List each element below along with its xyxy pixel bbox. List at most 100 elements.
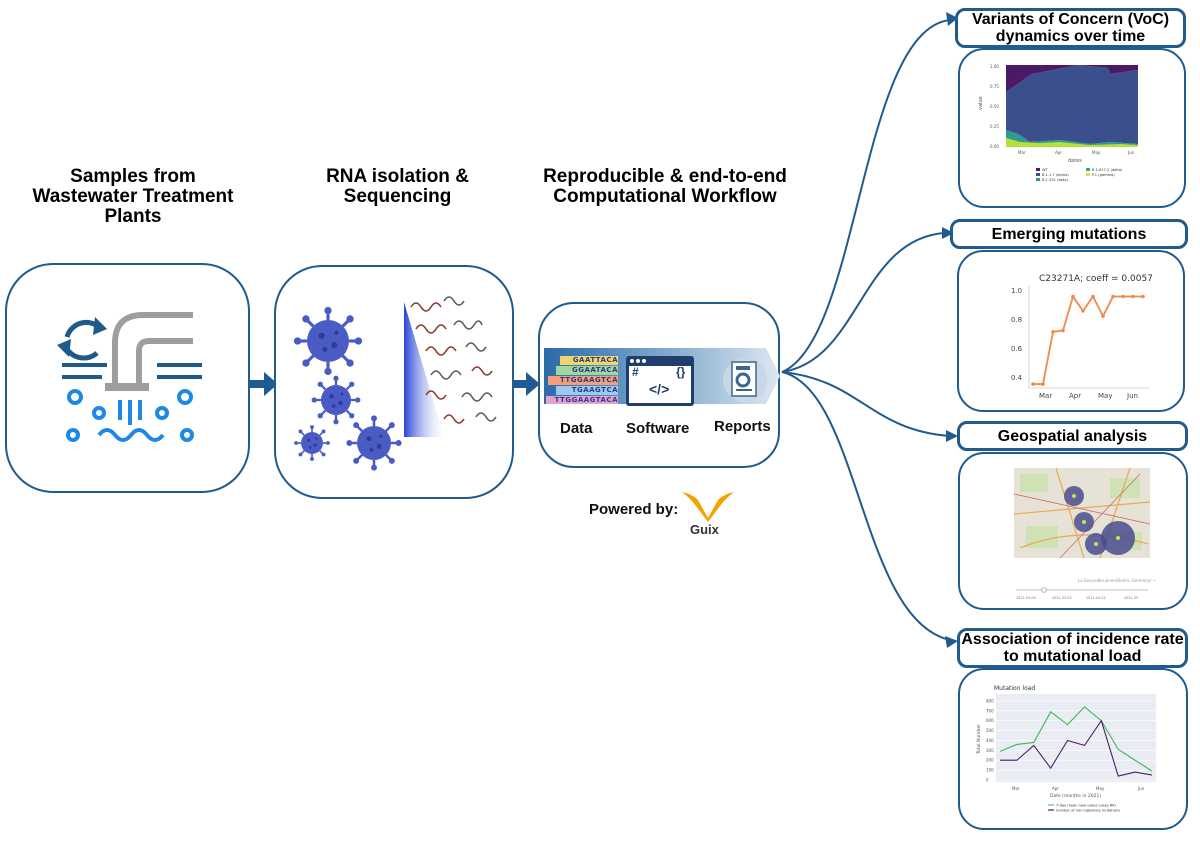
powered-by-label: Powered by: xyxy=(589,501,679,518)
mutation-point xyxy=(1071,294,1075,299)
virus-illustration xyxy=(292,296,497,472)
connector-association xyxy=(781,371,951,641)
mutation-point xyxy=(1061,328,1065,333)
load-ytick: 200 xyxy=(986,758,994,763)
rna-panel xyxy=(274,265,514,499)
voc-ylabel: value xyxy=(978,96,984,110)
connector-voc xyxy=(781,19,951,373)
mutation-point xyxy=(1031,382,1035,386)
load-ytick: 100 xyxy=(986,768,994,773)
guix-logo-text: Guix xyxy=(690,522,719,537)
load-xtick: Jun xyxy=(1137,786,1145,791)
voc-ytick: 1.00 xyxy=(990,64,999,69)
output-title-association: Association of incidence rate to mutatio… xyxy=(957,628,1188,668)
code-hash-symbol: # xyxy=(632,365,639,379)
stage-title-rna: RNA isolation & Sequencing xyxy=(326,166,469,207)
load-xlabel: Date (months in 2021) xyxy=(1050,793,1101,799)
geo-caption: Lc:Gesundbrunnen(Berlin, Germany) ~ xyxy=(1078,578,1156,583)
load-xtick: Apr xyxy=(1052,786,1059,791)
voc-ytick: 0.50 xyxy=(990,104,999,109)
flow-arrow-1 xyxy=(250,372,278,396)
connector-mutations xyxy=(781,232,945,373)
geo-slider-tick: 2021-04-22 xyxy=(1086,596,1106,600)
load-ytick: 600 xyxy=(986,718,994,723)
dna-sequence-block: GAATTACA GGAATACA TTGGAAGTCA TGAAGTCA TT… xyxy=(546,355,618,405)
voc-legend-entry: B.1.617.2 (delta) xyxy=(1092,168,1123,172)
output-title-geo: Geospatial analysis xyxy=(957,421,1188,451)
mutation-point xyxy=(1141,294,1145,299)
mutation-xtick: May xyxy=(1098,392,1112,400)
mutation-point xyxy=(1051,330,1055,334)
data-label: Data xyxy=(560,420,593,437)
voc-legend-entry: B.1.1.7 (alpha) xyxy=(1042,173,1069,177)
geo-slider-tick: 2021-03-25 xyxy=(1052,596,1072,600)
load-xtick: May xyxy=(1096,786,1105,791)
voc-legend-entry: B.1.351 (beta) xyxy=(1042,178,1069,182)
voc-xtick: Jun xyxy=(1127,150,1135,155)
mutation-point xyxy=(1111,294,1115,299)
mutation-ytick: 0.8 xyxy=(1011,316,1022,324)
dna-row: GAATTACA xyxy=(572,356,618,364)
load-ytick: 800 xyxy=(986,698,994,703)
voc-xtick: Apr xyxy=(1055,150,1062,155)
load-ytick: 700 xyxy=(986,708,994,713)
load-ytick: 400 xyxy=(986,738,994,743)
geo-slider-tick: 2021-03-04 xyxy=(1016,596,1036,600)
mutation-point xyxy=(1091,294,1095,299)
voc-ytick: 0.25 xyxy=(990,124,999,129)
load-legend-entry: 7-day mean new cases cases RKI xyxy=(1056,804,1116,808)
load-xtick: Mar xyxy=(1012,786,1020,791)
mutation-chart-title: C23271A; coeff = 0.0057 xyxy=(1039,274,1153,284)
voc-legend-entry: P.1 (gamma) xyxy=(1092,173,1115,177)
reports-label: Reports xyxy=(714,418,771,435)
connector-geo xyxy=(781,371,951,437)
mutation-ytick: 0.4 xyxy=(1011,374,1023,382)
geo-panel: Lc:Gesundbrunnen(Berlin, Germany) ~ 2021… xyxy=(958,452,1188,610)
mutations-panel: C23271A; coeff = 0.0057 1.0 0.8 0.6 0.4 … xyxy=(957,250,1185,412)
mutation-point xyxy=(1101,314,1105,318)
voc-legend-entry: WT xyxy=(1042,168,1049,172)
load-legend-entry: number of non-signature mutations xyxy=(1056,809,1120,813)
mutation-xtick: Mar xyxy=(1039,392,1052,400)
voc-xtick: Mar xyxy=(1018,150,1026,155)
mutation-ytick: 0.6 xyxy=(1011,345,1023,353)
dna-row: TGAAGTCA xyxy=(571,386,618,394)
voc-ytick: 0.75 xyxy=(990,84,999,89)
mutation-series-line xyxy=(1033,294,1143,385)
wastewater-plant-icon xyxy=(57,312,202,442)
load-ytick: 300 xyxy=(986,748,994,753)
load-chart-title: Mutation load xyxy=(994,685,1035,692)
output-title-mutations: Emerging mutations xyxy=(950,219,1188,249)
flow-arrow-2 xyxy=(512,372,540,396)
voc-panel: 1.00 0.75 0.50 0.25 0.00 Mar Apr May Jun… xyxy=(958,48,1186,208)
stage-title-workflow: Reproducible & end-to-end Computational … xyxy=(543,166,787,207)
code-braces-symbol: {} xyxy=(676,365,686,379)
geo-slider-tick: 2021-05 xyxy=(1124,596,1138,600)
voc-xlabel: dates xyxy=(1068,158,1082,164)
load-series-line xyxy=(1000,719,1153,777)
voc-area-chart: 1.00 0.75 0.50 0.25 0.00 Mar Apr May Jun… xyxy=(978,64,1138,182)
mutation-line-chart: C23271A; coeff = 0.0057 1.0 0.8 0.6 0.4 … xyxy=(1011,274,1153,400)
stage-title-samples: Samples from Wastewater Treatment Plants xyxy=(32,166,234,227)
voc-ytick: 0.00 xyxy=(990,144,999,149)
mutation-ytick: 1.0 xyxy=(1011,287,1022,295)
mutation-xtick: Apr xyxy=(1069,392,1081,400)
mutation-load-chart: Mutation load 8007006005004003002001000 … xyxy=(976,685,1156,813)
load-ytick: 0 xyxy=(986,778,989,783)
software-label: Software xyxy=(626,420,690,437)
load-ytick: 500 xyxy=(986,728,994,733)
mutation-point xyxy=(1081,309,1085,313)
output-title-voc: Variants of Concern (VoC) dynamics over … xyxy=(955,8,1186,48)
mutation-point xyxy=(1131,294,1135,299)
workflow-panel: GAATTACA GGAATACA TTGGAAGTCA TGAAGTCA TT… xyxy=(538,302,780,468)
voc-xtick: May xyxy=(1092,150,1101,155)
dna-row: GGAATACA xyxy=(572,366,618,374)
dna-row: TTGGAAGTCA xyxy=(560,376,618,384)
code-tag-icon: </> xyxy=(649,381,670,397)
workflow-banner xyxy=(544,348,780,406)
dna-row: TTGGAAGTACA xyxy=(554,396,618,404)
geo-map: Lc:Gesundbrunnen(Berlin, Germany) ~ 2021… xyxy=(1013,467,1156,600)
load-series-line xyxy=(999,706,1153,772)
mutation-xtick: Jun xyxy=(1126,392,1138,400)
